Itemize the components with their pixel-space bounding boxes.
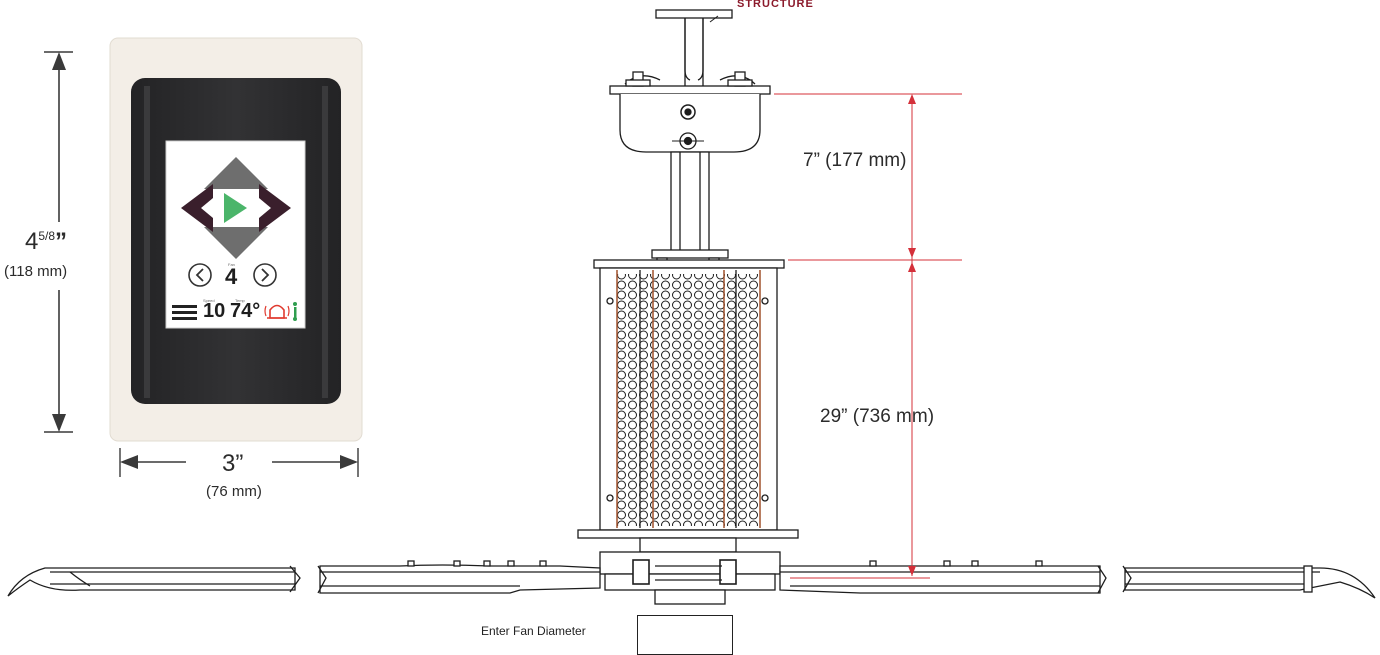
right-chevron-icon: [259, 184, 291, 232]
fan-label: Fan: [228, 262, 235, 267]
fan-diameter-input[interactable]: [637, 615, 733, 655]
controller-width-dimension: [119, 448, 359, 477]
controller-height-label: 45/8”: [25, 228, 67, 256]
temp-value: 74°: [230, 300, 261, 322]
mount-height-dimension: 7” (177 mm): [803, 150, 907, 171]
fan-dimension-lines: [774, 93, 962, 579]
fan-diameter-label: Enter Fan Diameter: [481, 624, 586, 638]
menu-icon: [172, 305, 197, 320]
controller-height-marks: ”: [55, 228, 68, 255]
blade-left-mid: [319, 564, 601, 594]
speed-label: Speed: [203, 298, 215, 303]
fan-speed-value: 4: [225, 264, 238, 289]
blade-right-mid: [779, 565, 1101, 594]
body-height-dimension: 29” (736 mm): [820, 406, 935, 427]
controller-height-main: 4: [25, 228, 39, 255]
fan-decrease-icon: [188, 263, 212, 287]
fan-drawing: [7, 9, 1376, 605]
play-icon: [224, 193, 247, 223]
down-arrow-icon: [204, 227, 268, 259]
up-arrow-icon: [204, 157, 268, 189]
left-chevron-icon: [181, 184, 213, 232]
down-rod: [670, 151, 710, 257]
controller-height-mm: (118 mm): [4, 263, 68, 280]
controller-width-mm: (76 mm): [206, 483, 262, 500]
motor-top-plate: [593, 259, 785, 269]
alarm-icon: [264, 304, 290, 319]
structure-label: STRUCTURE: [737, 0, 814, 10]
controller-height-fraction: 5/8: [38, 229, 56, 243]
status-indicator-icon: [293, 302, 297, 321]
i-beam: [655, 9, 733, 19]
fan-increase-icon: [253, 263, 277, 287]
controller-drawing: [109, 37, 363, 442]
temp-label: Temp: [235, 298, 245, 303]
controller-height-dimension: [44, 51, 73, 433]
blade-left-tip: [7, 567, 296, 597]
controller-width-label: 3”: [222, 450, 244, 477]
speed-value: 10: [203, 300, 226, 322]
clamp-plate: [609, 85, 771, 95]
hub: [599, 551, 781, 575]
